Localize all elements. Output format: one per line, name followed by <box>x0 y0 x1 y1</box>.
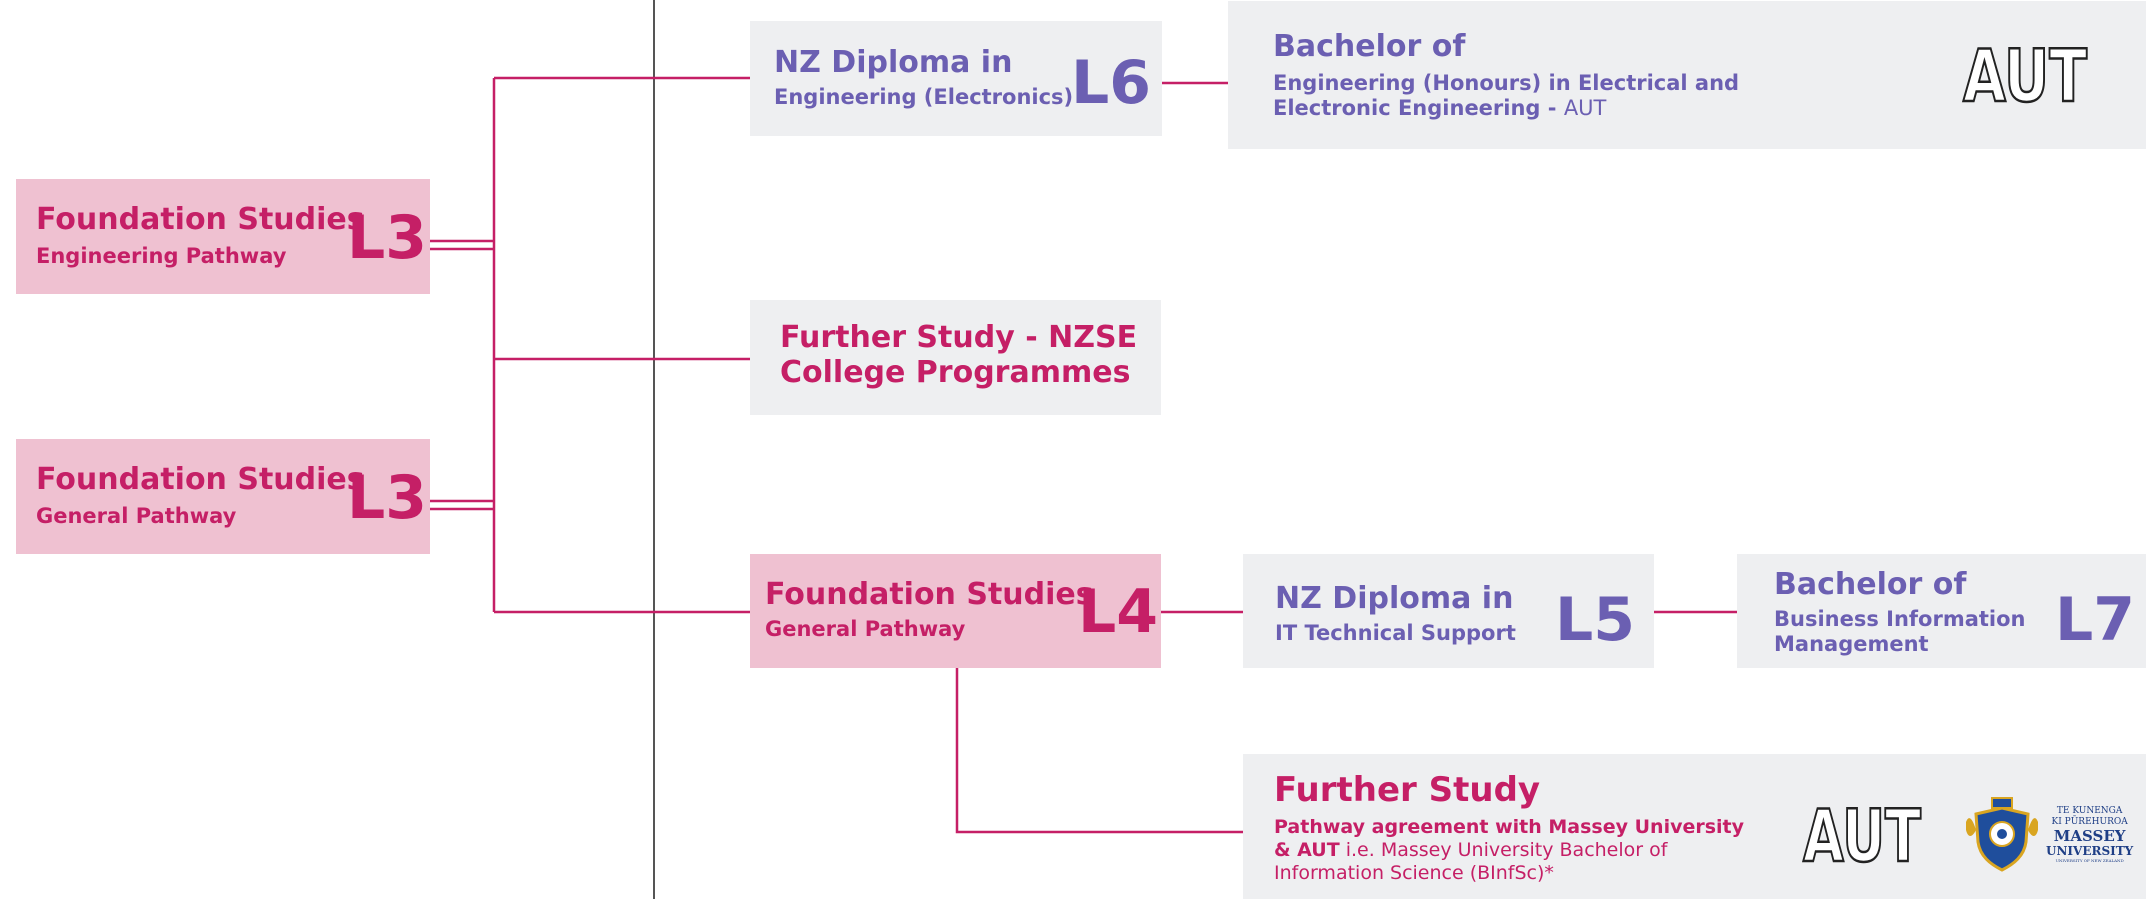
further-study-line2-rest: i.e. Massey University Bachelor of <box>1339 839 1668 861</box>
foundation-l4-level: L4 <box>1078 577 1158 647</box>
bachelor-eng-line2-wrap: Electronic Engineering - AUT <box>1273 96 1606 121</box>
bachelor-eng-line1: Engineering (Honours) in Electrical and <box>1273 71 1740 95</box>
bachelor-eng-suffix: AUT <box>1563 96 1607 120</box>
foundation-gen-subtitle: General Pathway <box>36 504 237 528</box>
foundation-general-box: Foundation Studies General Pathway L3 <box>16 439 430 554</box>
massey-line3: MASSEY <box>2053 827 2126 845</box>
bachelor-bim-line1: Business Information <box>1774 607 2026 631</box>
bachelor-eng-line2: Electronic Engineering - <box>1273 96 1564 120</box>
foundation-l4-subtitle: General Pathway <box>765 617 966 641</box>
bachelor-engineering-box: Bachelor of Engineering (Honours) in Ele… <box>1228 1 2146 149</box>
bachelor-bim-title: Bachelor of <box>1774 567 1967 602</box>
nz-diploma-it-box: NZ Diploma in IT Technical Support L5 <box>1243 554 1654 668</box>
bachelor-bim-level: L7 <box>2055 585 2135 655</box>
massey-crest-icon <box>1966 797 2038 872</box>
further-study-nzse-box: Further Study - NZSE College Programmes <box>750 300 1161 415</box>
bachelor-bim-box: Bachelor of Business Information Managem… <box>1737 554 2146 668</box>
further-study-line3: Information Science (BInfSc)* <box>1274 862 1554 884</box>
further-study-line1: Pathway agreement with Massey University <box>1274 816 1745 838</box>
further-study-line2: & AUT i.e. Massey University Bachelor of <box>1274 839 1667 861</box>
further-study-massey-box: Further Study Pathway agreement with Mas… <box>1243 754 2146 899</box>
foundation-eng-level: L3 <box>347 203 427 273</box>
massey-line2: KI PŪREHUROA <box>2051 817 2128 827</box>
nz-dip-eng-level: L6 <box>1071 48 1151 118</box>
foundation-gen-level: L3 <box>347 463 427 533</box>
foundation-gen-title: Foundation Studies <box>36 462 365 497</box>
massey-line1: TE KUNENGA <box>2056 806 2123 816</box>
massey-line4: UNIVERSITY <box>2046 844 2134 858</box>
nz-dip-it-subtitle: IT Technical Support <box>1275 621 1516 645</box>
foundation-eng-title: Foundation Studies <box>36 202 365 237</box>
aut-logo-text: AUT <box>1963 39 2087 109</box>
foundation-l4-title: Foundation Studies <box>765 577 1094 612</box>
connector-eng-to-trunk <box>430 239 494 251</box>
nz-dip-it-title: NZ Diploma in <box>1275 581 1514 616</box>
massey-wordmark: TE KUNENGA KI PŪREHUROA MASSEY UNIVERSIT… <box>2046 806 2133 864</box>
nz-diploma-engineering-box: NZ Diploma in Engineering (Electronics) … <box>750 21 1162 136</box>
further-study-title: Further Study <box>1274 770 1541 810</box>
aut-logo: AUT <box>1962 39 2089 109</box>
connector-gen-to-trunk <box>430 499 494 511</box>
foundation-engineering-box: Foundation Studies Engineering Pathway L… <box>16 179 430 294</box>
nz-dip-eng-subtitle: Engineering (Electronics) <box>774 85 1074 109</box>
bachelor-eng-title: Bachelor of <box>1273 29 1466 64</box>
aut-logo-2-text: AUT <box>1803 799 1921 869</box>
foundation-eng-subtitle: Engineering Pathway <box>36 244 287 268</box>
connector-l4-to-further <box>955 667 1243 834</box>
massey-line5: UNIVERSITY OF NEW ZEALAND <box>2055 858 2124 863</box>
nz-dip-it-level: L5 <box>1555 585 1635 655</box>
nzse-line1: Further Study - NZSE <box>780 320 1138 355</box>
aut-logo-2: AUT <box>1802 799 1923 869</box>
nzse-line2: College Programmes <box>780 355 1131 390</box>
bachelor-bim-line2: Management <box>1774 632 1929 656</box>
foundation-l4-box: Foundation Studies General Pathway L4 <box>750 554 1161 668</box>
nz-dip-eng-title: NZ Diploma in <box>774 45 1013 80</box>
further-study-line2-bold: & AUT <box>1274 839 1340 861</box>
